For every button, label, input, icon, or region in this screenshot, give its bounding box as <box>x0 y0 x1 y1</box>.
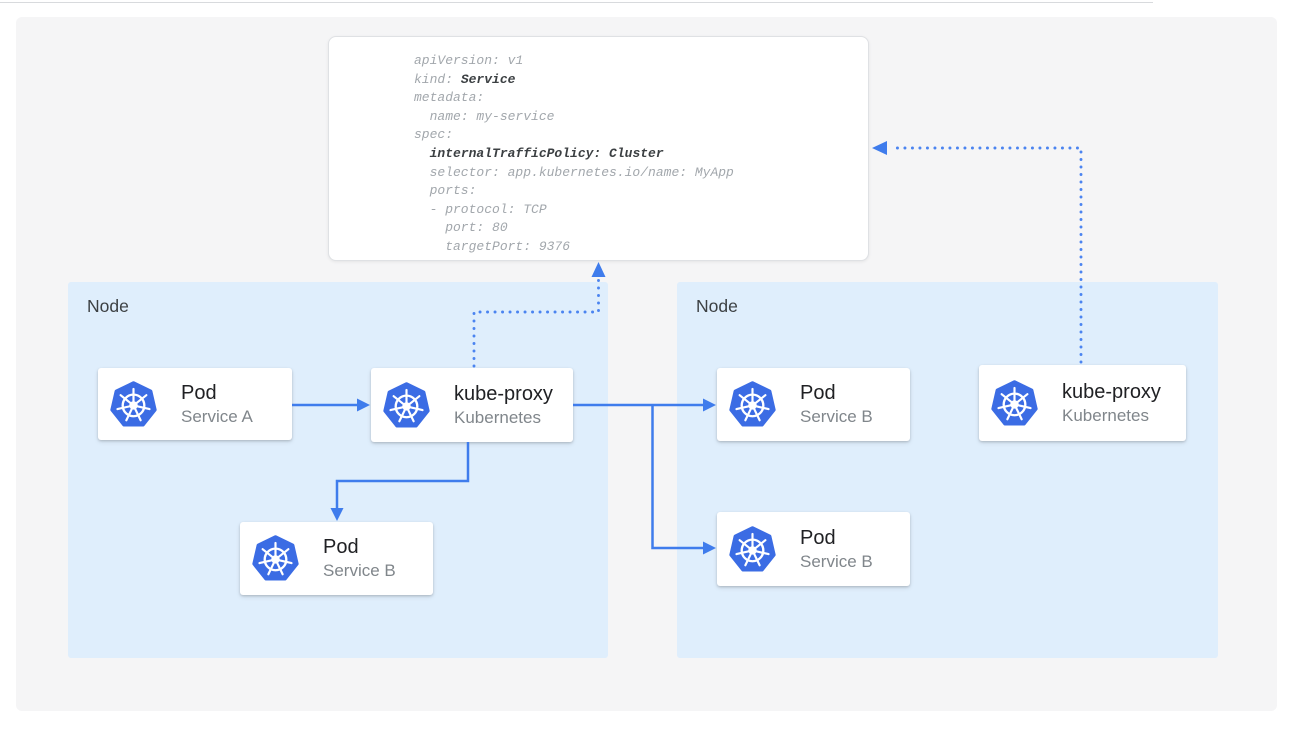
yaml-line: spec: <box>414 127 454 143</box>
card-subtitle: Service B <box>800 407 873 426</box>
card-subtitle: Kubernetes <box>454 407 541 427</box>
yaml-line: kind: Service <box>414 71 516 87</box>
card-title: Pod <box>800 526 836 549</box>
node-label: Node <box>696 296 738 316</box>
kubernetes-icon <box>729 526 776 573</box>
kubernetes-icon <box>991 380 1038 427</box>
card-subtitle: Service B <box>323 561 396 580</box>
yaml-line: targetPort: 9376 <box>414 238 571 254</box>
card-title: Pod <box>181 381 217 404</box>
node-box-left: Node <box>68 282 608 658</box>
diagram-background-panel: apiVersion: v1 kind: Service metadata: n… <box>16 17 1277 711</box>
yaml-line: apiVersion: v1 <box>414 53 524 68</box>
service-yaml-manifest: apiVersion: v1 kind: Service metadata: n… <box>328 36 869 261</box>
pod-card-service-b-right-bottom: Pod Service B <box>717 512 910 586</box>
yaml-line: name: my-service <box>414 108 555 124</box>
yaml-line: selector: app.kubernetes.io/name: MyApp <box>414 164 734 180</box>
kubernetes-icon <box>729 381 776 428</box>
pod-card-service-b-right-top: Pod Service B <box>717 368 910 441</box>
card-title: kube-proxy <box>1062 380 1161 403</box>
kubernetes-icon <box>110 381 157 428</box>
node-box-right: Node <box>677 282 1218 658</box>
card-title: kube-proxy <box>454 382 553 405</box>
kubernetes-icon <box>252 535 299 582</box>
card-subtitle: Service B <box>800 551 873 571</box>
card-title: Pod <box>323 536 359 558</box>
pod-card-service-a: Pod Service A <box>98 368 292 440</box>
yaml-line: port: 80 <box>414 220 508 236</box>
card-subtitle: Kubernetes <box>1062 405 1149 425</box>
kube-proxy-card-left: kube-proxy Kubernetes <box>371 368 573 442</box>
kubernetes-icon <box>383 382 430 429</box>
node-label: Node <box>87 296 129 316</box>
card-title: Pod <box>800 382 836 404</box>
kube-proxy-card-right: kube-proxy Kubernetes <box>979 365 1186 441</box>
card-subtitle: Service A <box>181 406 253 426</box>
yaml-line: ports: <box>414 183 477 199</box>
yaml-line: internalTrafficPolicy: Cluster <box>429 145 664 161</box>
yaml-line: - protocol: TCP <box>414 201 547 217</box>
top-divider <box>0 2 1153 4</box>
yaml-line: metadata: <box>414 90 485 106</box>
pod-card-service-b-left: Pod Service B <box>240 522 433 595</box>
